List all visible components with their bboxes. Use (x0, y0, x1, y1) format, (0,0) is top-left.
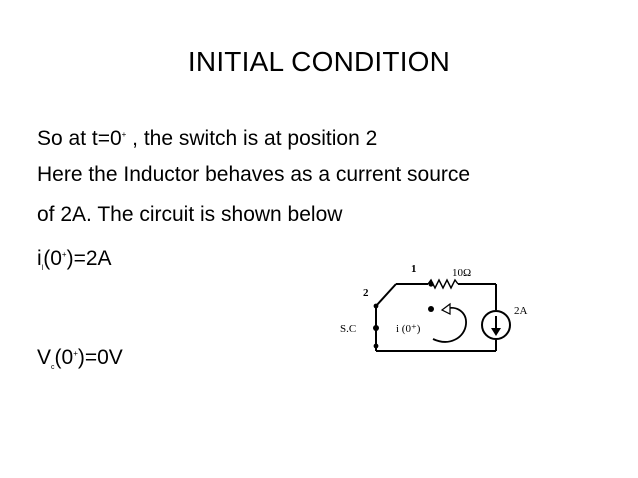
subscript-c: c (51, 364, 55, 371)
loop-current-arrow-icon (432, 307, 467, 343)
resistor-label: 10Ω (452, 267, 471, 279)
loop-current-arrowhead (440, 302, 451, 315)
subscript-l: l (41, 265, 44, 272)
text-line-switch-post: , the switch is at position 2 (126, 127, 378, 150)
equation-result: )=0V (77, 346, 123, 369)
position-1-node (428, 281, 434, 287)
equation-base: i (37, 247, 42, 270)
position-1-label: 1 (411, 263, 417, 275)
current-source-arrow-head (491, 328, 501, 336)
switch-pivot-dot (373, 303, 379, 309)
superscript-plus: + (73, 349, 78, 358)
superscript-plus: + (61, 250, 67, 259)
current-source-label: 2A (514, 305, 528, 317)
text-line-switch-pre: So at t=0 (37, 127, 122, 150)
equation-mid: (0 (54, 346, 74, 369)
position-2-label: 2 (363, 287, 369, 299)
bottom-left-node (373, 343, 379, 349)
node-dot (428, 306, 434, 312)
equation-mid: (0 (43, 247, 62, 270)
switch-label: S.C (340, 323, 356, 335)
inductor-current-equation: il(0+)=2A (37, 242, 112, 282)
text-line-switch: So at t=0+ , the switch is at position 2 (37, 122, 377, 152)
switch-blade (375, 283, 397, 307)
switch-terminal-2-dot (373, 325, 379, 331)
loop-current-label: i (0⁺) (396, 323, 421, 335)
text-line-circuit: of 2A. The circuit is shown below (37, 203, 343, 226)
circuit-diagram: 1 2 10Ω S.C i (0⁺) 2A (340, 263, 528, 352)
equation-result: )=2A (66, 247, 112, 270)
equation-base: V (37, 346, 52, 369)
superscript-plus: + (121, 130, 127, 139)
capacitor-voltage-equation: Vc(0+)=0V (37, 341, 123, 381)
text-line-inductor: Here the Inductor behaves as a current s… (37, 163, 471, 186)
slide-title: INITIAL CONDITION (187, 46, 451, 77)
